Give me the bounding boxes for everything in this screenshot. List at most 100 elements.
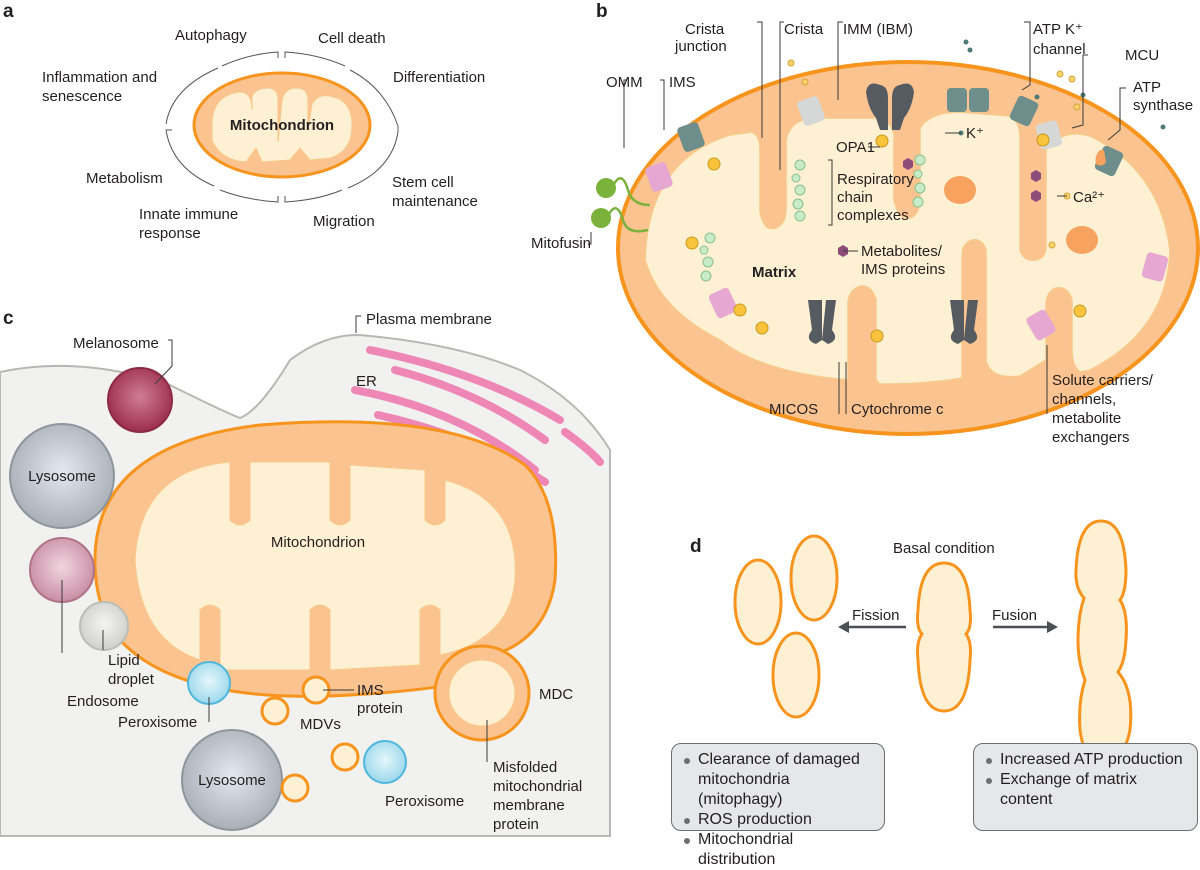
fn-migration: Migration — [313, 213, 375, 230]
mito-a-matrix — [211, 87, 353, 163]
label-respiratory-2: chain — [837, 189, 873, 206]
label-crista-junction-2: junction — [674, 38, 727, 55]
opa1-icon — [1073, 304, 1087, 318]
label-mito-c: Mitochondrion — [271, 534, 365, 551]
fission-mito-1 — [733, 558, 783, 646]
mdv — [260, 696, 290, 726]
mdv — [280, 773, 310, 803]
channel-icon — [797, 96, 825, 126]
fission-mito-2 — [789, 534, 839, 622]
complex-icon — [792, 198, 804, 210]
label-lipid-2: droplet — [108, 671, 155, 688]
label-k-ion: K⁺ — [966, 125, 984, 142]
mito-c-matrix — [134, 461, 516, 671]
label-lipid-1: Lipid — [108, 652, 140, 669]
label-crista-junction-1: Crista — [685, 21, 725, 38]
panel-d: d Basal condition Fission Fusion — [690, 519, 1133, 764]
label-omm: OMM — [606, 74, 643, 91]
label-atp-k-2: channel — [1033, 41, 1086, 58]
opa1-icon — [875, 134, 889, 148]
label-ims-protein-2: protein — [357, 700, 403, 717]
lysosome-1 — [9, 423, 115, 529]
label-endosome: Endosome — [67, 693, 139, 710]
fn-autophagy: Autophagy — [175, 27, 247, 44]
fission-effect-item: Clearance of damaged mitochondria (mitop… — [682, 750, 874, 810]
label-opa1: OPA1 — [836, 139, 875, 156]
mitofusin — [591, 177, 651, 233]
micos-complexes — [808, 83, 978, 344]
matrix-label: Matrix — [752, 264, 797, 281]
label-solute-2: channels, — [1052, 391, 1116, 408]
atp-synthase-icon — [1095, 150, 1106, 166]
label-misfolded-1: Misfolded — [493, 759, 557, 776]
opa1-icon — [733, 303, 747, 317]
atp-synthase-complexes — [944, 150, 1106, 254]
label-mcu: MCU — [1125, 47, 1159, 64]
atp-k-channel-icon — [947, 88, 967, 112]
label-metabolites-2: IMS proteins — [861, 261, 945, 278]
panel-c-leaders — [61, 315, 488, 762]
atp-synthase-icon — [1066, 226, 1098, 254]
respiratory-complexes — [699, 154, 926, 282]
label-mdvs: MDVs — [300, 716, 341, 733]
fusion-effect-item: Increased ATP production — [984, 750, 1187, 770]
fission-mito-3 — [771, 631, 821, 719]
fusion-effects-box: Increased ATP production Exchange of mat… — [973, 743, 1198, 831]
label-respiratory-3: complexes — [837, 207, 909, 224]
complex-icon — [791, 173, 801, 183]
label-atp-synthase-2: synthase — [1133, 97, 1193, 114]
label-cytochrome-c: Cytochrome c — [851, 401, 944, 418]
solute-carrier-icon — [1141, 252, 1169, 282]
label-ims-protein-1: IMS — [357, 682, 384, 699]
mitofusin-icon — [596, 178, 616, 198]
fission-arrowhead-icon — [838, 621, 849, 633]
complex-icon — [912, 196, 924, 208]
label-misfolded-4: protein — [493, 816, 539, 833]
label-atp-synthase-1: ATP — [1133, 79, 1161, 96]
complex-icon — [913, 169, 923, 179]
mdv — [330, 742, 360, 772]
label-ims: IMS — [669, 74, 696, 91]
fn-inflammation-1: Inflammation and — [42, 69, 157, 86]
complex-icon — [794, 210, 806, 222]
complex-icon — [914, 154, 926, 166]
complex-icon — [700, 270, 712, 282]
fn-differentiation: Differentiation — [393, 69, 485, 86]
opa1-icon — [755, 321, 769, 335]
basal-mito — [916, 561, 972, 713]
ions — [787, 39, 1166, 257]
label-basal-condition: Basal condition — [893, 540, 995, 557]
micos-icon — [822, 300, 836, 344]
label-mitofusin: Mitofusin — [531, 235, 591, 252]
label-lysosome-1: Lysosome — [28, 468, 96, 485]
lysosome-2 — [181, 729, 283, 831]
melanosome — [107, 367, 173, 433]
panel-d-letter: d — [690, 536, 702, 557]
panel-a: a Mitochondrion Autophagy Cell death Inf… — [3, 1, 485, 242]
micos-icon — [866, 83, 888, 130]
fn-inflammation-2: senescence — [42, 88, 122, 105]
solute-carrier-icon — [645, 162, 673, 192]
mito-a-label: Mitochondrion — [230, 117, 334, 134]
complex-icon — [699, 245, 709, 255]
fusion-effect-item: Exchange of matrix content — [984, 770, 1187, 810]
label-fission: Fission — [852, 607, 900, 624]
label-imm: IMM (IBM) — [843, 21, 913, 38]
panel-c-letter: c — [3, 308, 14, 329]
mdc-inner — [448, 659, 516, 727]
label-atp-k-1: ATP K⁺ — [1033, 21, 1083, 38]
panel-a-letter: a — [3, 1, 14, 22]
opa1-icon — [707, 157, 721, 171]
label-plasma-membrane: Plasma membrane — [366, 311, 492, 328]
panel-b-leaders — [588, 21, 1126, 414]
complex-icon — [702, 256, 714, 268]
complex-icon — [794, 159, 806, 171]
micos-icon — [950, 300, 964, 344]
fused-mito — [1074, 519, 1133, 764]
label-mdc: MDC — [539, 686, 573, 703]
opa1-icon — [870, 329, 884, 343]
label-crista: Crista — [784, 21, 824, 38]
label-solute-1: Solute carriers/ — [1052, 372, 1154, 389]
label-metabolites-1: Metabolites/ — [861, 243, 943, 260]
label-peroxisome-1: Peroxisome — [118, 714, 197, 731]
